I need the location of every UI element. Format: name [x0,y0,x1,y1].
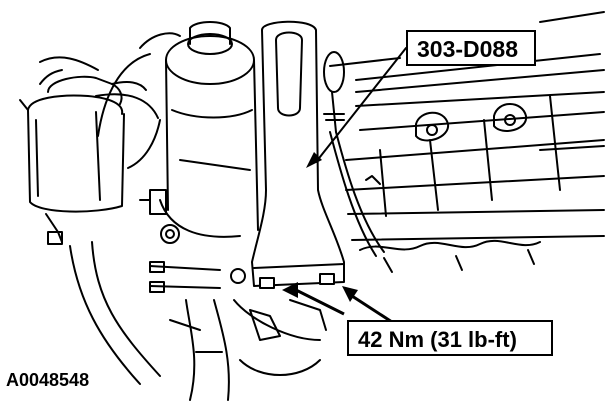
tool-number-callout: 303-D088 [406,30,536,66]
reservoir [19,69,147,245]
torque-arrow-right [351,294,393,324]
arrow-head [306,152,322,168]
hose [39,56,161,385]
figure-id: A0048548 [6,370,90,390]
dipstick [323,51,385,257]
special-tool [251,20,345,289]
arrow-head [282,282,298,298]
arrow-head [342,286,358,302]
torque-arrow-left [295,288,345,316]
engine-block [329,11,605,273]
lower-hardware [149,261,327,401]
pump-body [97,21,259,244]
torque-spec-callout: 42 Nm (31 lb-ft) [347,320,553,356]
tool-leader-line [315,47,407,163]
